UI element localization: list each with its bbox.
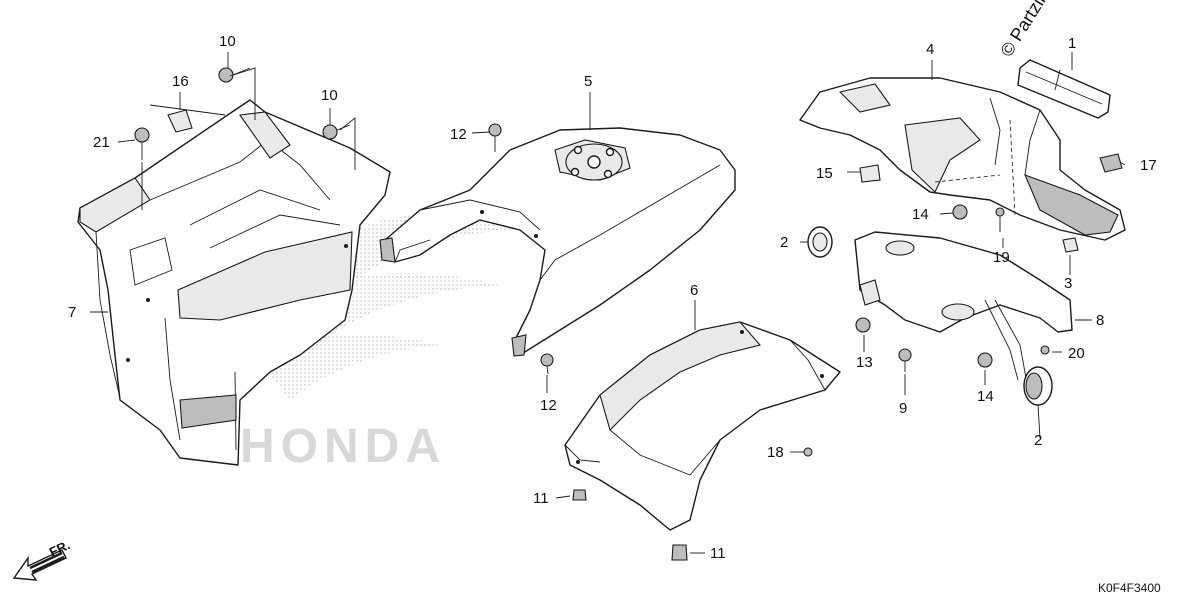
callout-6: 7 — [68, 304, 76, 321]
callout-12-bottom: 12 — [540, 397, 557, 414]
callout-12-top: 12 — [450, 126, 467, 143]
part-6-inner-fender — [77, 99, 391, 466]
callout-11-left: 11 — [533, 490, 549, 507]
callout-9: 9 — [899, 400, 907, 417]
leader-lines — [90, 52, 1126, 554]
part-2-grommet-left — [807, 226, 833, 258]
callout-2-right: 2 — [1034, 432, 1042, 449]
callout-4: 4 — [926, 41, 934, 58]
callout-21: 21 — [93, 134, 110, 151]
copyright-text: © Partzilla — [996, 0, 1057, 60]
callout-7: 6 — [690, 282, 698, 299]
callout-16: 16 — [172, 73, 189, 90]
part-8-license-bracket — [854, 231, 1073, 381]
callout-1: 1 — [1068, 35, 1076, 52]
fastener-parts — [134, 67, 1123, 561]
callout-13-left: 13 — [856, 354, 873, 371]
part-2-grommet-right — [1023, 366, 1053, 406]
callout-13-right: 14 — [977, 388, 994, 405]
callout-17: 17 — [1140, 157, 1157, 174]
callout-8: 8 — [1096, 312, 1104, 329]
honda-watermark-text: HONDA — [240, 420, 446, 473]
part-5-rear-fender — [379, 127, 736, 357]
part-7-splash-guard — [564, 321, 841, 531]
callout-10-top: 10 — [219, 33, 236, 50]
front-direction-label: FR. — [47, 537, 72, 559]
part-1-reflector — [1017, 59, 1111, 119]
front-direction-arrow — [12, 549, 67, 581]
diagram-code: K0F4F3400 — [1098, 581, 1161, 595]
callout-19: 19 — [993, 249, 1010, 266]
part-4-tail-housing — [799, 77, 1126, 241]
callout-11-bottom: 11 — [710, 545, 726, 562]
callout-5: 5 — [584, 73, 592, 90]
callout-18: 18 — [767, 444, 784, 461]
callout-15: 15 — [816, 165, 833, 182]
callout-14: 14 — [912, 206, 929, 223]
callout-3: 3 — [1064, 275, 1072, 292]
callout-20: 20 — [1068, 345, 1085, 362]
callout-2-left: 2 — [780, 234, 788, 251]
callout-10-mid: 10 — [321, 87, 338, 104]
